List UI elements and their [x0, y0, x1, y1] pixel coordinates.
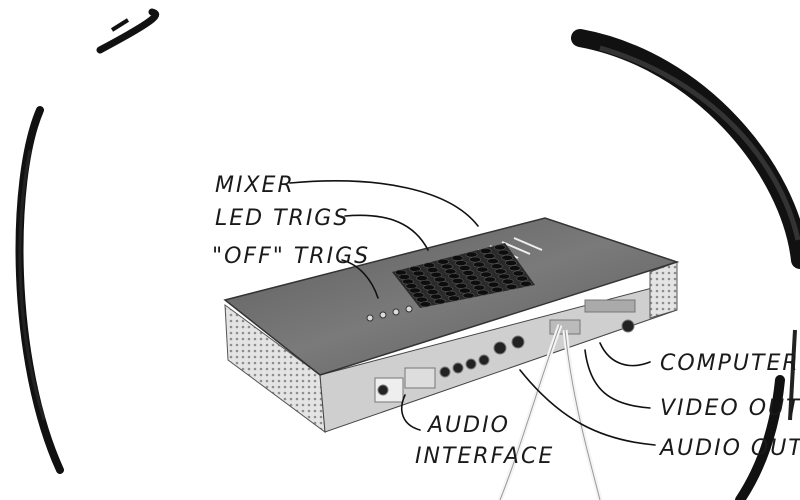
led-button-grid [392, 243, 535, 308]
trig-button [458, 287, 471, 294]
trig-button [465, 274, 478, 281]
trig-button [479, 248, 492, 254]
trig-button [505, 283, 518, 290]
trig-button [440, 263, 453, 270]
trig-button [493, 244, 506, 251]
trig-button [448, 295, 460, 302]
label-audio-out: AUDIO OUT [658, 436, 800, 461]
trig-button [473, 284, 486, 291]
trig-button [451, 278, 464, 284]
trig-button [494, 268, 507, 275]
mixer-leader [289, 180, 479, 227]
trig-button [433, 298, 446, 305]
label-audio-interface-line2: INTERFACE [415, 444, 554, 469]
computer-leader [599, 342, 651, 367]
trig-button [516, 275, 529, 282]
trig-button [520, 280, 532, 287]
right-side-panel [649, 261, 678, 319]
trig-button [437, 258, 450, 265]
off-trigs-leader [341, 259, 379, 299]
trig-button [465, 251, 478, 258]
trig-button [462, 269, 475, 276]
device [223, 217, 680, 500]
trig-button [480, 271, 493, 278]
trig-button [487, 258, 499, 265]
trig-button [419, 301, 432, 308]
trig-button [497, 249, 510, 256]
label-off-trigs: "OFF" TRIGS [212, 244, 370, 269]
trig-button [476, 266, 489, 273]
trig-button [483, 276, 496, 283]
label-video-out: VIDEO OUT [660, 396, 800, 421]
trig-button [472, 261, 485, 268]
trig-button [448, 273, 460, 280]
label-audio-interface-line1: AUDIO [426, 413, 510, 438]
trig-button [451, 255, 464, 261]
trig-button [491, 286, 504, 293]
audio-out-leader [519, 369, 656, 446]
label-computer: COMPUTER [660, 351, 800, 376]
trig-button [483, 253, 496, 259]
leader-lines [289, 180, 656, 446]
trig-button [508, 265, 521, 272]
trig-button [512, 270, 525, 277]
trig-button [501, 254, 514, 261]
label-led-trigs: LED TRIGS [215, 206, 349, 231]
front-connectors [374, 299, 636, 403]
trig-button [505, 260, 517, 266]
trig-button [487, 281, 500, 288]
trig-button [455, 260, 467, 266]
off-trig-buttons [366, 305, 413, 322]
trig-button [426, 267, 439, 273]
audio-interface-leader [401, 394, 421, 431]
trig-button [458, 265, 471, 271]
trig-button [476, 289, 489, 296]
trig-button [444, 268, 457, 275]
trig-button [469, 256, 482, 263]
label-mixer: MIXER [215, 173, 295, 198]
led-trigs-leader [344, 214, 429, 251]
brush-stroke-frame [15, 8, 800, 500]
video-out-leader [584, 349, 651, 409]
trig-button [462, 292, 475, 299]
trig-button [455, 282, 468, 289]
trig-button [501, 278, 514, 285]
labels: MIXER LED TRIGS "OFF" TRIGS COMPUTER VID… [212, 173, 800, 469]
trig-button [490, 263, 503, 270]
trig-button [498, 273, 511, 280]
trig-button [469, 279, 482, 286]
trig-button [437, 281, 450, 288]
